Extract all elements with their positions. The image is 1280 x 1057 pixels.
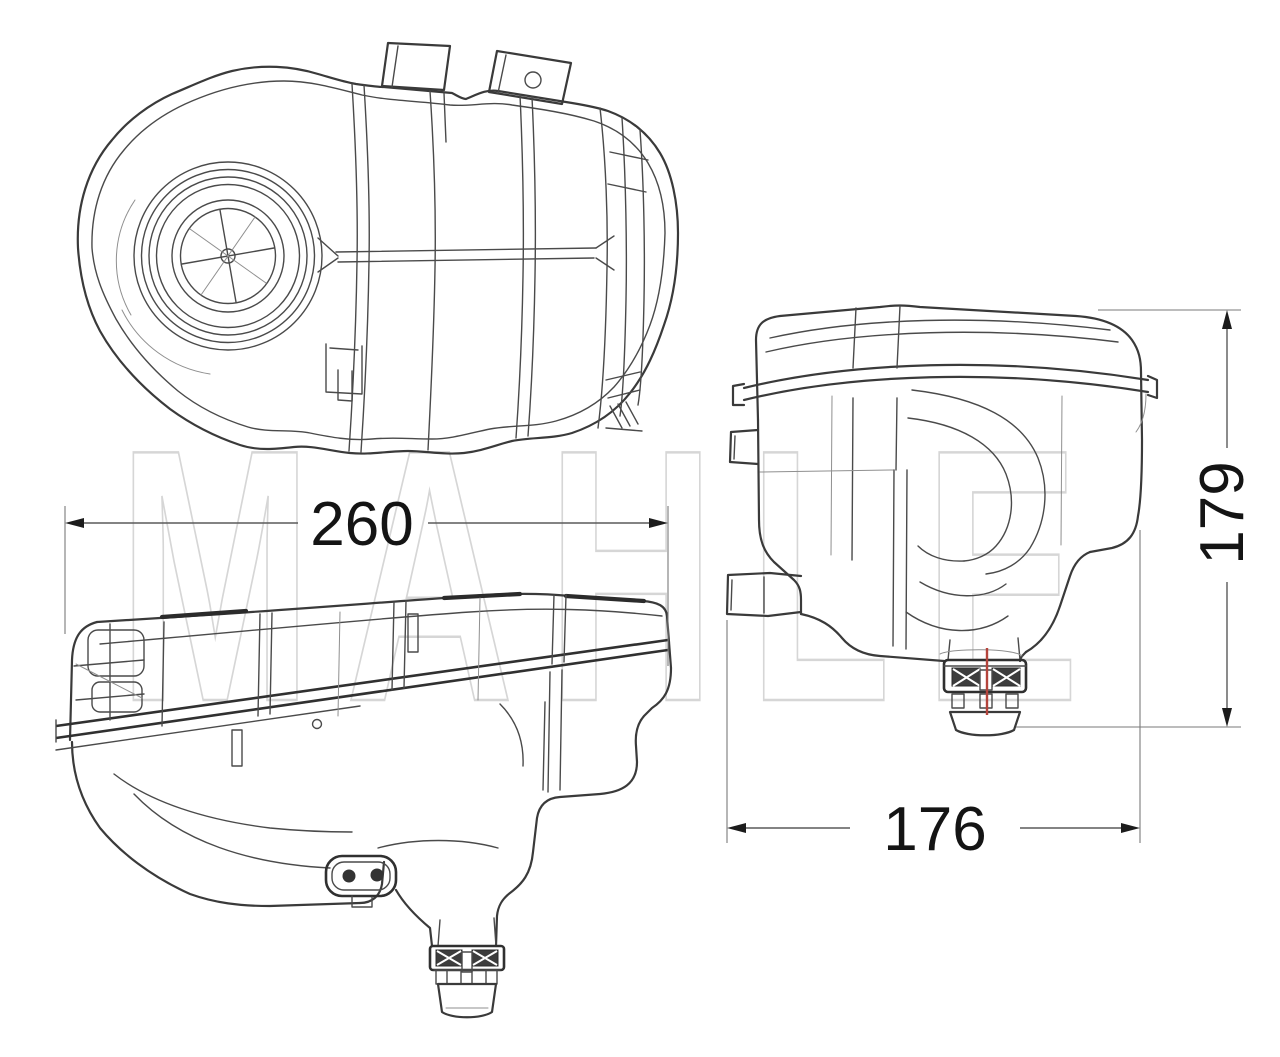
- bottom-connector-side: [942, 648, 1028, 737]
- top-edge-highlight: [159, 591, 647, 620]
- side-tab: [728, 428, 760, 466]
- arrowhead-bottom: [1222, 708, 1232, 727]
- side-bracket: [725, 571, 803, 618]
- dimension-height-label: 179: [1188, 461, 1257, 564]
- arrowhead-right: [649, 518, 668, 528]
- seam-band: [55, 638, 669, 743]
- dimension-width-label: 260: [310, 490, 413, 559]
- arrowhead-right: [1121, 823, 1140, 833]
- mounting-tab: [380, 41, 452, 92]
- bottom-connector-front: [428, 944, 506, 1019]
- dimension-width: 260: [64, 490, 669, 666]
- two-hole-bracket: [324, 854, 398, 908]
- dimension-depth-label: 176: [883, 795, 986, 864]
- mounting-tab-with-hole: [487, 49, 573, 106]
- arrowhead-left: [65, 518, 84, 528]
- mahle-watermark: MAHLE: [117, 374, 1112, 778]
- dimension-depth: 176: [726, 530, 1141, 864]
- arrowhead-top: [1222, 310, 1232, 329]
- bracket-hole: [370, 868, 384, 882]
- top-view: [76, 41, 680, 455]
- watermark-text: MAHLE: [118, 375, 1112, 777]
- tab-hole: [524, 71, 542, 89]
- filler-cap: [115, 161, 323, 375]
- top-view-ribs: [317, 83, 649, 453]
- bracket-hole: [342, 869, 356, 883]
- side-view: [725, 304, 1159, 737]
- overflow-nipple-hatch: [605, 401, 643, 432]
- dimension-height: 179: [1016, 309, 1257, 728]
- front-view: [55, 591, 673, 1019]
- arrowhead-left: [727, 823, 746, 833]
